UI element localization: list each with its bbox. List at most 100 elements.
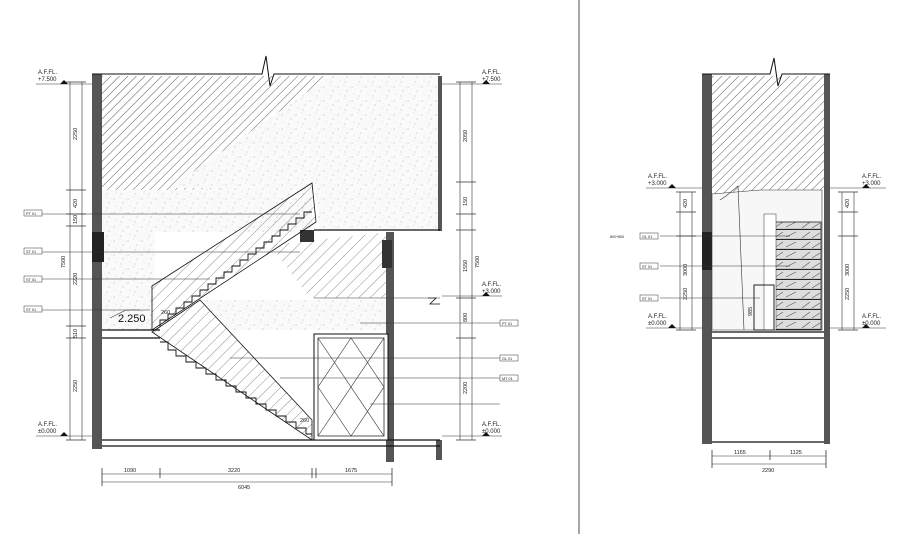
svg-text:ST 01: ST 01 — [26, 250, 36, 254]
concrete-fill-mid — [200, 300, 390, 330]
svg-text:A.F.FL.: A.F.FL. — [482, 70, 501, 76]
tag-right-3: MT 01 — [499, 374, 519, 382]
level-marker-rs-right-bottom: A.F.FL. ±0.000 — [830, 314, 886, 329]
wall-right — [438, 76, 442, 231]
dim-left-1: 2250 — [73, 128, 79, 140]
level-marker-left-top: A.F.FL. +7.500 — [36, 70, 92, 85]
dim-bottom-2: 3220 — [228, 468, 240, 474]
svg-text:+3.000: +3.000 — [862, 181, 881, 187]
dim-right-4: 7500 — [475, 256, 481, 268]
slab-hatch-right — [710, 76, 825, 194]
svg-text:ST 01: ST 01 — [26, 278, 36, 282]
step-dim-label-2: 260 — [300, 418, 309, 424]
dim-rs-left-3: 2250 — [683, 288, 689, 300]
svg-text:GL 01: GL 01 — [502, 357, 512, 361]
dim-left-6: 510 — [73, 329, 79, 338]
svg-text:±0.000: ±0.000 — [862, 321, 881, 327]
dim-chain-bottom-right-section: 1165 1125 2290 — [711, 450, 827, 474]
dim-rs-right-1: 420 — [845, 199, 851, 208]
svg-text:A.F.FL.: A.F.FL. — [482, 422, 501, 428]
svg-text:ST 01: ST 01 — [26, 308, 36, 312]
step-note: 2.250 260 260 — [109, 309, 309, 424]
svg-text:A.F.FL.: A.F.FL. — [38, 422, 57, 428]
dim-left-2: 420 — [73, 199, 79, 208]
svg-text:2.250: 2.250 — [118, 313, 146, 325]
dim-rs-left-2: 3000 — [683, 264, 689, 276]
tile-note: 800*800 — [610, 235, 624, 239]
tag-left-4: ST 01 — [23, 305, 43, 313]
svg-text:±0.000: ±0.000 — [38, 429, 57, 435]
dim-left-7: 2250 — [73, 380, 79, 392]
dim-right-2: 150 — [463, 197, 469, 206]
dim-chain-left-right-section: 420 3000 2250 985 — [676, 191, 754, 331]
svg-text:A.F.FL.: A.F.FL. — [862, 174, 881, 180]
svg-text:A.F.FL.: A.F.FL. — [482, 282, 501, 288]
tile-stack — [774, 221, 822, 331]
level-marker-right-mid: A.F.FL. +3.000 — [442, 282, 502, 297]
svg-text:ST 01: ST 01 — [642, 265, 652, 269]
dim-rs-left-4: 985 — [748, 307, 754, 316]
dim-left-3: 150 — [73, 215, 79, 224]
dim-chain-bottom: 1090 3220 1675 6045 — [101, 468, 393, 491]
dim-right-3: 1550 — [463, 260, 469, 272]
tag-right-section-3: ST 01 — [639, 294, 659, 302]
level-marker-rs-right-top: A.F.FL. +3.000 — [830, 174, 886, 189]
svg-text:+7.500: +7.500 — [38, 77, 57, 83]
dim-rs-bottom-1: 1165 — [734, 450, 746, 456]
dim-bottom-1: 1090 — [124, 468, 136, 474]
level-marker-rs-left-bottom: A.F.FL. ±0.000 — [646, 314, 702, 329]
dim-bottom-3: 1675 — [345, 468, 357, 474]
level-marker-right-top: A.F.FL. +7.500 — [442, 70, 502, 85]
svg-text:A.F.FL.: A.F.FL. — [648, 174, 667, 180]
svg-text:A.F.FL.: A.F.FL. — [862, 314, 881, 320]
dim-left-4: 2220 — [73, 273, 79, 285]
svg-text:+3.000: +3.000 — [648, 181, 667, 187]
dim-rs-bottom-total: 2290 — [762, 468, 774, 474]
dim-left-5: 7500 — [61, 256, 67, 268]
dim-right-1: 2050 — [463, 130, 469, 142]
dim-rs-bottom-2: 1125 — [790, 450, 802, 456]
tag-right-section-1: GL 01 — [639, 232, 659, 240]
svg-text:MT 01: MT 01 — [502, 377, 513, 381]
stair-flight-lower — [151, 299, 313, 441]
dim-chain-left: 2250 420 150 2220 7500 510 2250 — [61, 81, 86, 441]
dim-right-6: 2200 — [463, 382, 469, 394]
tag-right-1: PT 01 — [499, 319, 519, 327]
dim-rs-right-3: 2250 — [845, 288, 851, 300]
svg-text:+7.500: +7.500 — [482, 77, 501, 83]
svg-text:GL 01: GL 01 — [642, 235, 652, 239]
stair-void-hatch — [270, 232, 390, 298]
step-dim-label: 260 — [161, 310, 170, 316]
stair-flight-upper — [151, 182, 317, 331]
concrete-fill — [170, 76, 440, 230]
section-left: 2250 420 150 2220 7500 510 2250 A.F.FL. … — [23, 55, 519, 491]
tag-left-3: ST 01 — [23, 275, 43, 283]
dim-chain-right: 2050 150 1550 7500 800 2200 — [456, 81, 481, 441]
glass-door — [313, 333, 389, 441]
tag-left-1: PT 01 — [23, 209, 43, 217]
section-right: 800*800 GL 01 ST 01 ST 01 420 3000 2250 … — [610, 57, 886, 474]
level-marker-right-bottom: A.F.FL. ±0.000 — [442, 422, 502, 437]
svg-text:A.F.FL.: A.F.FL. — [648, 314, 667, 320]
svg-text:A.F.FL.: A.F.FL. — [38, 70, 57, 76]
tag-left-2: ST 01 — [23, 247, 43, 255]
dim-rs-right-2: 3000 — [845, 264, 851, 276]
svg-text:+3.000: +3.000 — [482, 289, 501, 295]
wall-right-right-section — [824, 74, 830, 444]
level-marker-rs-left-top: A.F.FL. +3.000 — [646, 174, 702, 189]
dim-chain-right-right-section: 420 3000 2250 — [838, 191, 858, 331]
dim-rs-left-1: 420 — [683, 199, 689, 208]
svg-text:PT 01: PT 01 — [26, 212, 36, 216]
svg-text:PT 01: PT 01 — [502, 322, 512, 326]
level-marker-left-bottom: A.F.FL. ±0.000 — [36, 422, 92, 437]
tag-right-2: GL 01 — [499, 354, 519, 362]
svg-text:±0.000: ±0.000 — [482, 429, 501, 435]
wall-mid — [386, 232, 394, 462]
svg-text:±0.000: ±0.000 — [648, 321, 667, 327]
leader-lines — [40, 213, 500, 405]
dim-bottom-total: 6045 — [238, 485, 250, 491]
tag-right-section-2: ST 01 — [639, 262, 659, 270]
svg-text:ST 01: ST 01 — [642, 297, 652, 301]
dim-right-5: 800 — [463, 313, 469, 322]
